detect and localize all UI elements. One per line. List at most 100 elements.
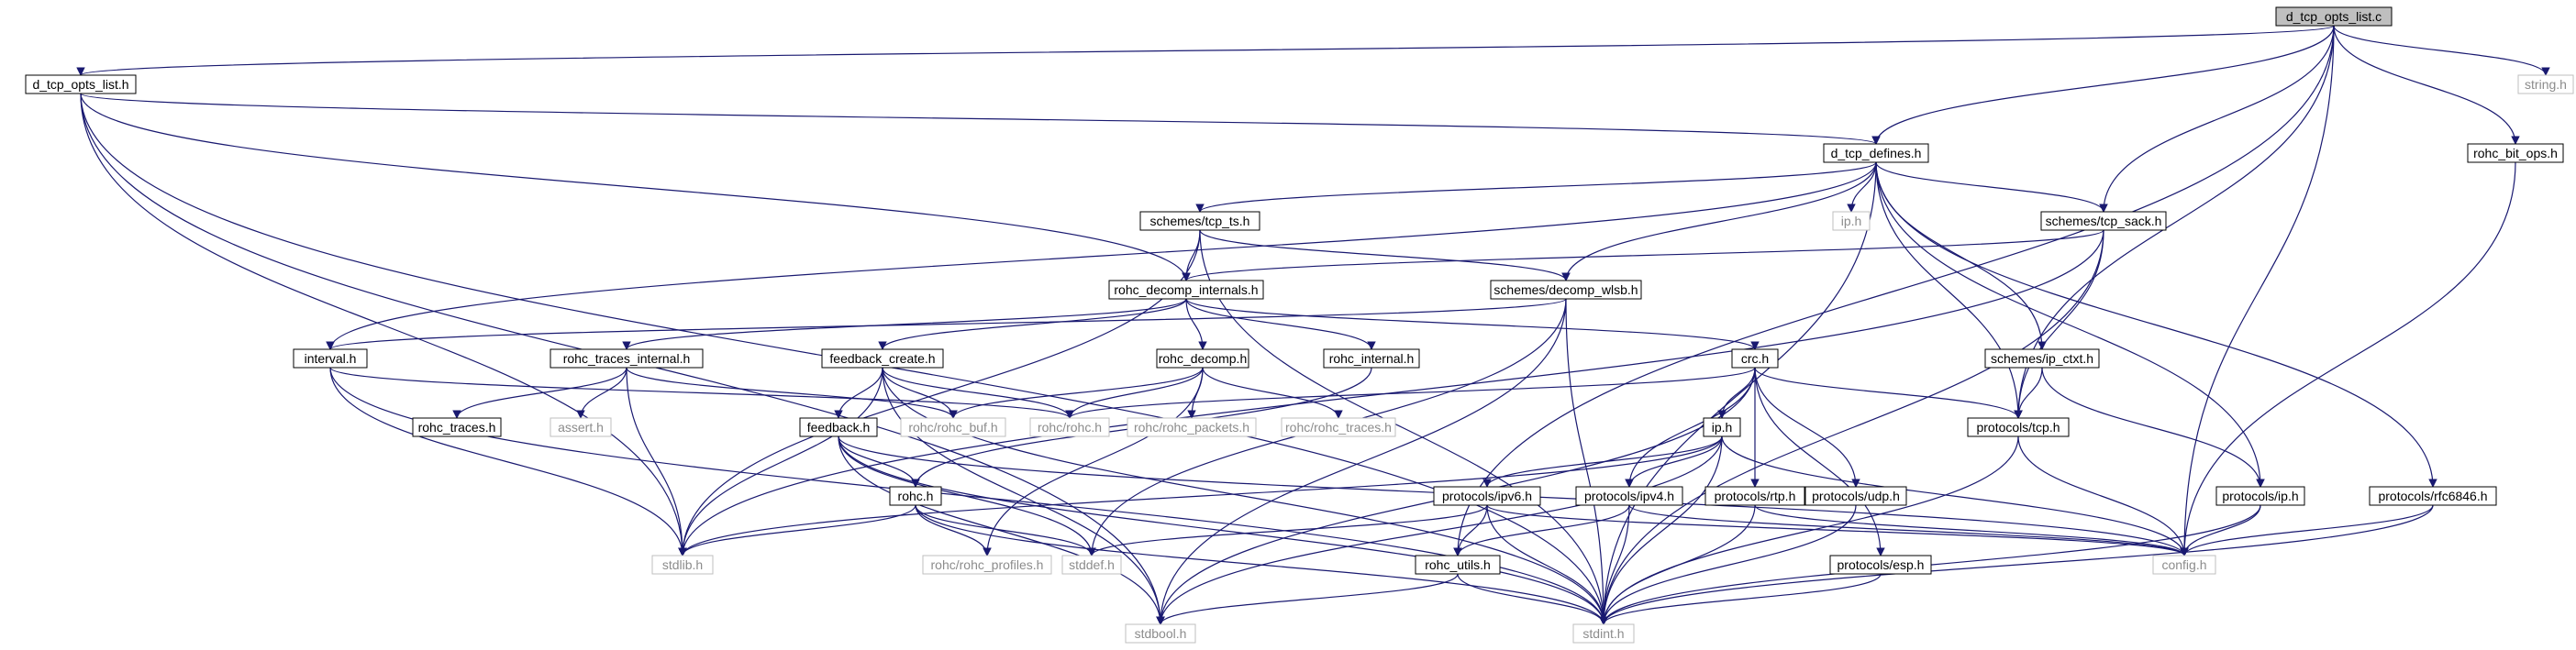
node-string-h: string.h bbox=[2517, 74, 2574, 94]
edge-d_tcp_opts_list_c-to-d_tcp_opts_list_h bbox=[77, 25, 2335, 76]
edge-d_tcp_defines_h-to-schemes_tcp_ts_h bbox=[1195, 161, 1877, 213]
edge-d_tcp_opts_list_c-to-string_h bbox=[2333, 25, 2550, 76]
node-stdint-h: stdint.h bbox=[1572, 623, 1635, 644]
node-label: schemes/ip_ctxt.h bbox=[1991, 351, 2093, 366]
node-d-tcp-opts-list-c[interactable]: d_tcp_opts_list.c bbox=[2275, 6, 2393, 27]
node-label: rohc_traces_internal.h bbox=[563, 351, 691, 366]
edge-ip_h2-to-protocols_ipv6_h bbox=[1482, 435, 1723, 488]
node-protocols-tcp-h[interactable]: protocols/tcp.h bbox=[1967, 417, 2070, 437]
edge-d_tcp_opts_list_c-to-rohc_bit_ops_h bbox=[2333, 25, 2520, 145]
node-interval-h[interactable]: interval.h bbox=[293, 348, 368, 369]
edge-crc_h-to-rohc_rohc_h bbox=[1065, 367, 1756, 419]
node-protocols-ipv6-h[interactable]: protocols/ipv6.h bbox=[1433, 486, 1541, 506]
node-stdlib-h: stdlib.h bbox=[651, 555, 714, 575]
node-rohc-decomp-h[interactable]: rohc_decomp.h bbox=[1156, 348, 1249, 369]
node-protocols-udp-h[interactable]: protocols/udp.h bbox=[1804, 486, 1907, 506]
node-box bbox=[1433, 486, 1541, 506]
node-box bbox=[651, 555, 714, 575]
edge-feedback_create_h-to-stdbool_h bbox=[882, 367, 1165, 625]
node-protocols-ipv4-h[interactable]: protocols/ipv4.h bbox=[1575, 486, 1683, 506]
node-box bbox=[2215, 486, 2305, 506]
node-box bbox=[2467, 143, 2564, 163]
edge-d_tcp_opts_list_c-to-config_h bbox=[2180, 25, 2335, 556]
node-label: crc.h bbox=[1741, 351, 1769, 366]
node-box bbox=[1967, 417, 2070, 437]
node-box bbox=[1575, 486, 1683, 506]
edge-feedback_h-to-rohc_h bbox=[838, 435, 920, 488]
node-ip-h: ip.h bbox=[1832, 211, 1871, 231]
node-rohc-utils-h[interactable]: rohc_utils.h bbox=[1415, 555, 1501, 575]
edge-crc_h-to-ip_h2 bbox=[1717, 367, 1756, 419]
node-box bbox=[1829, 555, 1932, 575]
node-label: schemes/tcp_ts.h bbox=[1150, 214, 1250, 228]
edge-crc_h-to-protocols_esp_h bbox=[1754, 367, 1885, 556]
node-box bbox=[889, 486, 942, 506]
edge-protocols_rfc6846_h-to-config_h bbox=[2180, 504, 2434, 556]
node-d-tcp-defines-h[interactable]: d_tcp_defines.h bbox=[1823, 143, 1929, 163]
node-box bbox=[1731, 348, 1779, 369]
edge-protocols_ipv4_h-to-config_h bbox=[1628, 504, 2189, 556]
edge-rohc_utils_h-to-stdbool_h bbox=[1156, 573, 1459, 625]
edge-interval_h-to-stdlib_h bbox=[329, 367, 687, 556]
node-label: stdbool.h bbox=[1135, 626, 1187, 641]
node-schemes-ip-ctxt-h[interactable]: schemes/ip_ctxt.h bbox=[1984, 348, 2100, 369]
node-label: ip.h bbox=[1841, 214, 1862, 228]
node-box bbox=[1127, 417, 1257, 437]
node-stddef-h: stddef.h bbox=[1061, 555, 1122, 575]
edge-d_tcp_opts_list_h-to-d_tcp_defines_h bbox=[80, 93, 1881, 145]
node-box bbox=[821, 348, 944, 369]
node-feedback-create-h[interactable]: feedback_create.h bbox=[821, 348, 944, 369]
node-box bbox=[1984, 348, 2100, 369]
node-protocols-rfc6846-h[interactable]: protocols/rfc6846.h bbox=[2369, 486, 2497, 506]
node-ip-h2[interactable]: ip.h bbox=[1703, 417, 1741, 437]
node-rohc-bit-ops-h[interactable]: rohc_bit_ops.h bbox=[2467, 143, 2564, 163]
node-rohc-traces-h[interactable]: rohc_traces.h bbox=[412, 417, 502, 437]
edge-d_tcp_opts_list_c-to-d_tcp_defines_h bbox=[1871, 25, 2335, 145]
node-schemes-tcp-sack-h[interactable]: schemes/tcp_sack.h bbox=[2040, 211, 2167, 231]
node-schemes-tcp-ts-h[interactable]: schemes/tcp_ts.h bbox=[1139, 211, 1260, 231]
edge-feedback_create_h-to-rohc_rohc_h bbox=[882, 367, 1074, 419]
node-rohc-decomp-internals-h[interactable]: rohc_decomp_internals.h bbox=[1108, 280, 1264, 300]
edge-schemes_ip_ctxt_h-to-protocols_tcp_h bbox=[2014, 367, 2043, 419]
edge-protocols_rfc6846_h-to-stdint_h bbox=[1599, 504, 2434, 625]
node-box bbox=[1029, 417, 1110, 437]
edge-ip_h2-to-config_h bbox=[1721, 435, 2189, 556]
edge-rohc_h-to-stdlib_h bbox=[678, 504, 916, 556]
node-rohc-h[interactable]: rohc.h bbox=[889, 486, 942, 506]
node-box bbox=[799, 417, 878, 437]
node-label: protocols/esp.h bbox=[1838, 557, 1925, 572]
node-box bbox=[550, 417, 612, 437]
node-label: stddef.h bbox=[1069, 557, 1115, 572]
node-protocols-esp-h[interactable]: protocols/esp.h bbox=[1829, 555, 1932, 575]
edge-d_tcp_defines_h-to-protocols_ip_h bbox=[1875, 161, 2265, 488]
node-d-tcp-opts-list-h[interactable]: d_tcp_opts_list.h bbox=[25, 74, 137, 94]
node-schemes-decomp-wlsb-h[interactable]: schemes/decomp_wlsb.h bbox=[1490, 280, 1642, 300]
edge-rohc_utils_h-to-stdint_h bbox=[1457, 573, 1608, 625]
edge-rohc_decomp_h-to-rohc_rohc_traces_h bbox=[1202, 367, 1343, 419]
edge-schemes_tcp_sack_h-to-stdlib_h bbox=[678, 229, 2104, 556]
node-rohc-rohc-traces-h: rohc/rohc_traces.h bbox=[1281, 417, 1396, 437]
edge-protocols_udp_h-to-stdint_h bbox=[1599, 504, 1857, 625]
node-feedback-h[interactable]: feedback.h bbox=[799, 417, 878, 437]
node-label: rohc.h bbox=[898, 489, 934, 503]
edge-ip_h2-to-stdbool_h bbox=[1156, 435, 1723, 625]
node-label: rohc/rohc.h bbox=[1038, 420, 1102, 435]
node-box bbox=[900, 417, 1006, 437]
edge-rohc_h-to-stddef_h bbox=[915, 504, 1096, 556]
node-crc-h[interactable]: crc.h bbox=[1731, 348, 1779, 369]
node-box bbox=[293, 348, 368, 369]
node-label: assert.h bbox=[558, 420, 604, 435]
edge-rohc_h-to-rohc_rohc_profiles_h bbox=[915, 504, 992, 556]
node-protocols-ip-h[interactable]: protocols/ip.h bbox=[2215, 486, 2305, 506]
node-rohc-traces-internal-h[interactable]: rohc_traces_internal.h bbox=[550, 348, 704, 369]
node-label: protocols/udp.h bbox=[1812, 489, 1900, 503]
node-label: rohc/rohc_packets.h bbox=[1134, 420, 1249, 435]
node-protocols-rtp-h[interactable]: protocols/rtp.h bbox=[1704, 486, 1805, 506]
edge-schemes_tcp_ts_h-to-rohc_decomp_internals_h bbox=[1182, 229, 1201, 281]
edge-schemes_decomp_wlsb_h-to-interval_h bbox=[326, 298, 1567, 350]
node-box bbox=[922, 555, 1052, 575]
node-rohc-internal-h[interactable]: rohc_internal.h bbox=[1323, 348, 1420, 369]
edge-rohc_decomp_internals_h-to-rohc_internal_h bbox=[1185, 298, 1376, 350]
edge-protocols_ipv4_h-to-rohc_utils_h bbox=[1453, 504, 1630, 556]
node-label: ip.h bbox=[1712, 420, 1733, 435]
